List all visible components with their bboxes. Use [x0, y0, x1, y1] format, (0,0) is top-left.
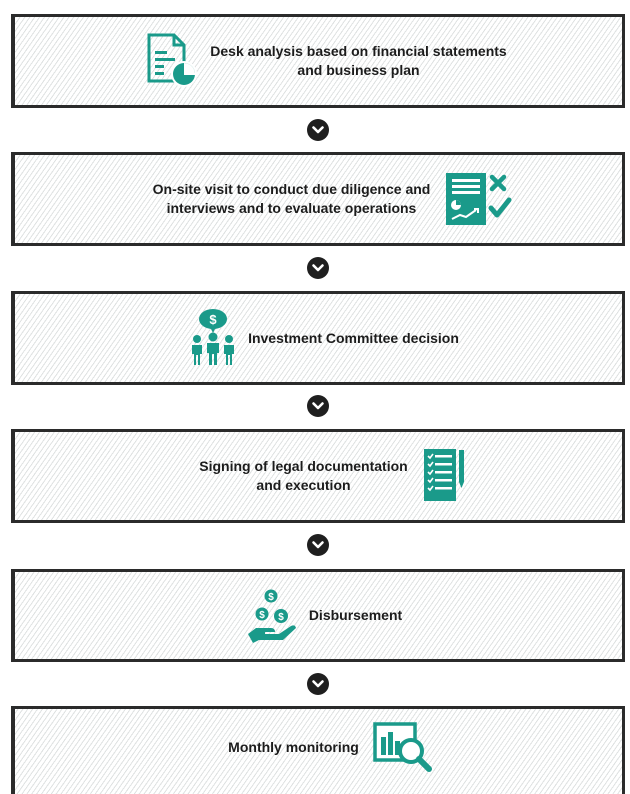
step-label-line: interviews and to evaluate operations — [166, 200, 417, 216]
flow-arrow — [307, 119, 329, 141]
chevron-down-icon — [312, 126, 324, 134]
step-label: On-site visit to conduct due diligence a… — [153, 180, 431, 218]
step-label: Monthly monitoring — [228, 738, 359, 757]
money-hand-icon: $ $ $ — [247, 589, 296, 643]
step-label-line: Desk analysis based on financial stateme… — [210, 43, 507, 59]
step-desk-analysis: Desk analysis based on financial stateme… — [11, 14, 625, 108]
signed-document-icon — [423, 449, 464, 501]
chevron-down-icon — [312, 402, 324, 410]
svg-text:$: $ — [209, 312, 217, 327]
step-label-line: Investment Committee decision — [248, 329, 459, 346]
step-label-line: Monthly monitoring — [228, 739, 359, 755]
svg-text:$: $ — [259, 610, 265, 621]
step-disbursement: $ $ $ Disbursement — [11, 569, 625, 662]
flow-arrow — [307, 395, 329, 417]
document-analysis-icon — [147, 33, 198, 87]
flow-arrow — [307, 673, 329, 695]
step-label: Investment Committee decision — [248, 329, 459, 348]
chevron-down-icon — [312, 680, 324, 688]
step-investment-committee: $ Investment Committee decision — [11, 291, 625, 385]
step-label-line: Signing of legal documentation — [199, 458, 408, 474]
flow-arrow — [307, 257, 329, 279]
checklist-report-icon — [446, 173, 512, 225]
committee-icon: $ — [192, 309, 235, 365]
step-label-line: On-site visit to conduct due diligence a… — [152, 181, 431, 197]
step-label: Signing of legal documentation and execu… — [199, 457, 407, 495]
flow-arrow — [307, 534, 329, 556]
chart-magnifier-icon — [373, 721, 432, 772]
step-label-line: Disbursement — [308, 607, 403, 623]
svg-text:$: $ — [268, 592, 274, 603]
step-signing-legal: Signing of legal documentation and execu… — [11, 429, 625, 523]
chevron-down-icon — [312, 541, 324, 549]
step-label: Disbursement — [309, 606, 402, 625]
step-label-line: and execution — [256, 477, 351, 493]
step-on-site-visit: On-site visit to conduct due diligence a… — [11, 152, 625, 246]
step-monthly-monitoring: Monthly monitoring — [11, 706, 625, 794]
step-label-line: and business plan — [297, 62, 420, 78]
step-label: Desk analysis based on financial stateme… — [210, 42, 506, 80]
chevron-down-icon — [312, 264, 324, 272]
svg-text:$: $ — [278, 612, 284, 623]
